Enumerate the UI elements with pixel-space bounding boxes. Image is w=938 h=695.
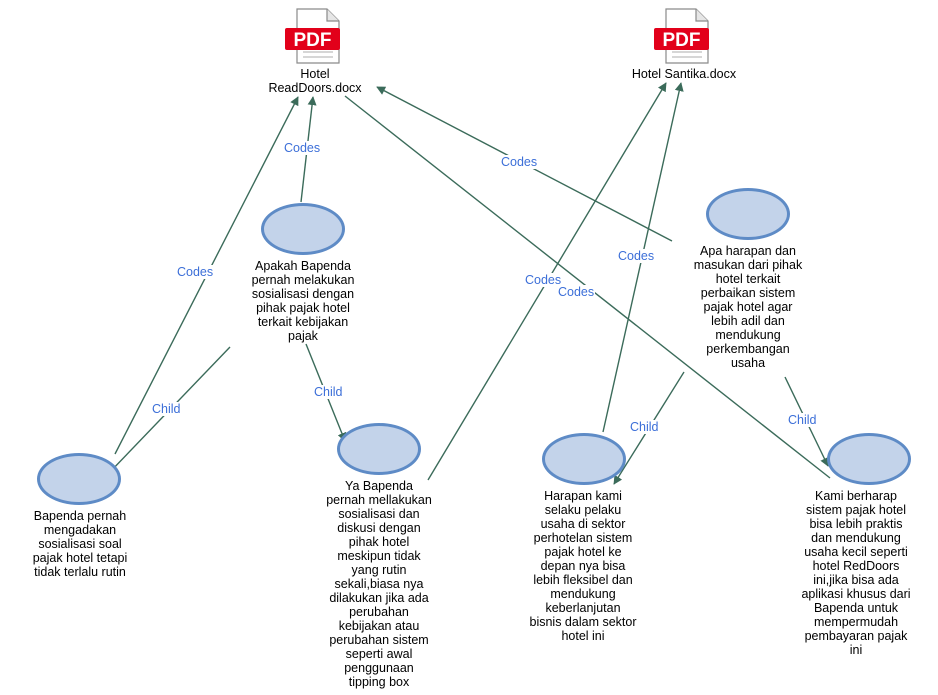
edge-label-q2-a4: Child [787,413,818,427]
node-label-a2: Ya Bapenda pernah mellakukan sosialisasi… [326,479,432,689]
node-circle-q1[interactable] [261,203,345,255]
pdf-badge-text: PDF [294,30,332,51]
edge-label-q2-readdoors: Codes [500,155,539,169]
edge-label-a1-readdoors: Codes [176,265,215,279]
edge-label-a4-readdoors: Codes [557,285,596,299]
node-circle-a3[interactable] [542,433,626,485]
file-label-readdoors: Hotel ReadDoors.docx [268,67,362,95]
node-circle-q2[interactable] [706,188,790,240]
node-label-q1: Apakah Bapenda pernah melakukan sosialis… [251,259,355,343]
edge-label-q2-a3: Child [629,420,660,434]
edge-label-q1-a1: Child [151,402,182,416]
edge-label-q1-a2: Child [313,385,344,399]
edge-label-a2-santika: Codes [524,273,563,287]
node-circle-a2[interactable] [337,423,421,475]
node-label-a3: Harapan kami selaku pelaku usaha di sekt… [529,489,637,643]
edge-label-a3-santika: Codes [617,249,656,263]
file-label-santika: Hotel Santika.docx [631,67,737,81]
node-label-a4: Kami berharap sistem pajak hotel bisa le… [801,489,911,657]
node-circle-a4[interactable] [827,433,911,485]
pdf-file-icon[interactable]: PDF [652,8,716,64]
node-circle-a1[interactable] [37,453,121,505]
node-label-q2: Apa harapan dan masukan dari pihak hotel… [693,244,803,370]
edge-label-q1-readdoors: Codes [283,141,322,155]
pdf-badge-text: PDF [663,30,701,51]
node-label-a1: Bapenda pernah mengadakan sosialisasi so… [32,509,128,579]
pdf-file-icon[interactable]: PDF [283,8,347,64]
